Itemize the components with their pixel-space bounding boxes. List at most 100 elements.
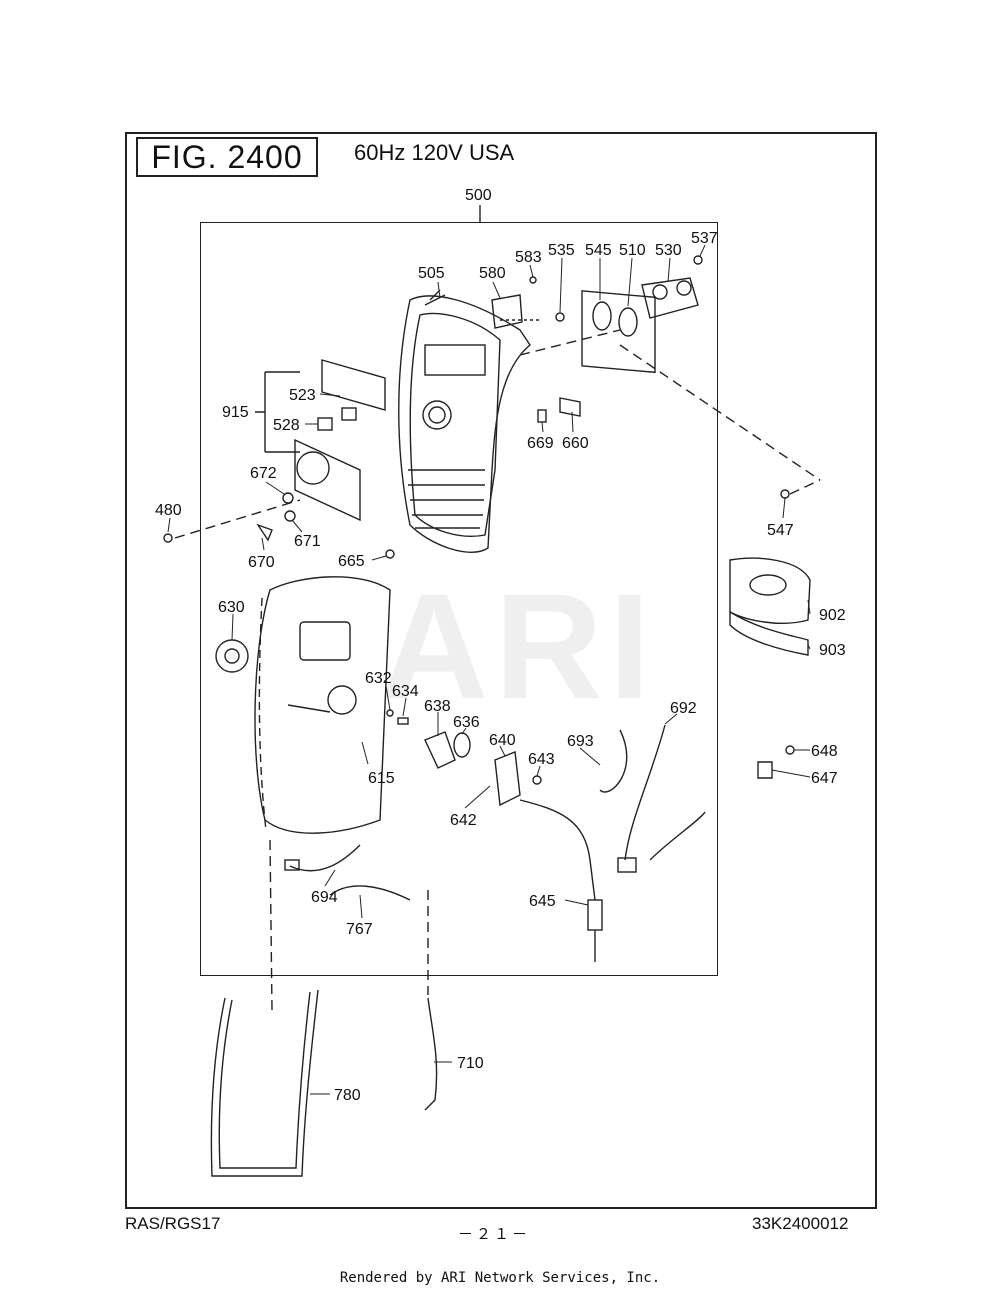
document-code: 33K2400012 bbox=[752, 1214, 849, 1233]
label-671: 671 bbox=[294, 533, 321, 550]
label-693: 693 bbox=[567, 733, 594, 750]
rod-710 bbox=[424, 997, 438, 1111]
label-545: 545 bbox=[585, 242, 612, 259]
label-638: 638 bbox=[424, 698, 451, 715]
panel-knob-hole bbox=[422, 400, 452, 430]
label-669: 669 bbox=[527, 435, 554, 452]
label-767: 767 bbox=[346, 921, 373, 938]
panel-plate-dial bbox=[296, 451, 330, 485]
part-672 bbox=[282, 492, 294, 504]
label-630: 630 bbox=[218, 599, 245, 616]
screw-537 bbox=[693, 255, 703, 265]
label-547: 547 bbox=[767, 522, 794, 539]
screw-547 bbox=[780, 489, 790, 499]
panel-window bbox=[424, 344, 486, 376]
housing-frame bbox=[254, 576, 391, 834]
label-535: 535 bbox=[548, 242, 575, 259]
cover-902-hole bbox=[749, 574, 787, 596]
label-528: 528 bbox=[273, 417, 300, 434]
part-638 bbox=[424, 731, 456, 769]
label-642: 642 bbox=[450, 812, 477, 829]
part-labels: 500 505 580 583 535 545 510 530 537 523 … bbox=[155, 187, 846, 1104]
label-640: 640 bbox=[489, 732, 516, 749]
figure-frame bbox=[125, 132, 877, 1209]
part-643 bbox=[532, 775, 542, 785]
label-660: 660 bbox=[562, 435, 589, 452]
label-537: 537 bbox=[691, 230, 718, 247]
part-640 bbox=[494, 751, 521, 807]
guide-lines bbox=[174, 329, 821, 1011]
label-710: 710 bbox=[457, 1055, 484, 1072]
label-523: 523 bbox=[289, 387, 316, 404]
label-500: 500 bbox=[465, 187, 492, 204]
cable-645 bbox=[519, 799, 596, 901]
wire-694 bbox=[289, 844, 361, 872]
part-636 bbox=[453, 732, 471, 758]
label-648: 648 bbox=[811, 743, 838, 760]
outlet-530 bbox=[641, 277, 699, 319]
assembly-500-box bbox=[200, 222, 718, 976]
label-505: 505 bbox=[418, 265, 445, 282]
label-647: 647 bbox=[811, 770, 838, 787]
screw-665 bbox=[385, 549, 395, 559]
part-528-a bbox=[341, 407, 357, 421]
label-510: 510 bbox=[619, 242, 646, 259]
label-530: 530 bbox=[655, 242, 682, 259]
model-number: RAS/RGS17 bbox=[125, 1214, 221, 1233]
part-660 bbox=[559, 397, 581, 417]
label-670: 670 bbox=[248, 554, 275, 571]
part-634 bbox=[397, 717, 409, 725]
label-643: 643 bbox=[528, 751, 555, 768]
part-647 bbox=[757, 761, 773, 779]
cover-903 bbox=[729, 610, 809, 656]
label-580: 580 bbox=[479, 265, 506, 282]
label-902: 902 bbox=[819, 607, 846, 624]
tie-767 bbox=[329, 885, 411, 901]
label-632: 632 bbox=[365, 670, 392, 687]
label-780: 780 bbox=[334, 1087, 361, 1104]
harness-692 bbox=[624, 724, 666, 861]
board-523 bbox=[321, 359, 386, 411]
wire-694-plug bbox=[284, 859, 300, 871]
part-632 bbox=[386, 709, 394, 717]
part-670 bbox=[256, 523, 273, 542]
bracket-580 bbox=[491, 294, 523, 329]
seal-780 bbox=[210, 989, 319, 1177]
panel-knob-inner bbox=[428, 406, 446, 424]
screw-535 bbox=[555, 312, 565, 322]
cable-645-plug bbox=[587, 899, 603, 931]
control-panel-frame bbox=[398, 295, 531, 553]
figure-subtitle: 60Hz 120V USA bbox=[354, 140, 515, 165]
outlet-hole-left bbox=[592, 301, 612, 331]
knob-630 bbox=[215, 639, 249, 673]
page-number: －２１－ bbox=[458, 1226, 531, 1243]
housing-box bbox=[299, 621, 351, 661]
part-669 bbox=[537, 409, 547, 423]
part-671 bbox=[284, 510, 296, 522]
control-panel-inner bbox=[409, 312, 501, 537]
harness-693 bbox=[599, 729, 628, 793]
label-583: 583 bbox=[515, 249, 542, 266]
label-672: 672 bbox=[250, 465, 277, 482]
panel-plate bbox=[294, 438, 361, 522]
screw-583 bbox=[529, 276, 537, 284]
label-903: 903 bbox=[819, 642, 846, 659]
label-915: 915 bbox=[222, 404, 249, 421]
label-694: 694 bbox=[311, 889, 338, 906]
outlet-plate-545 bbox=[581, 290, 656, 374]
label-480: 480 bbox=[155, 502, 182, 519]
rendered-by-credit: Rendered by ARI Network Services, Inc. bbox=[339, 1270, 661, 1286]
panel-grille bbox=[408, 469, 485, 529]
label-665: 665 bbox=[338, 553, 365, 570]
outlet-hole-right bbox=[618, 307, 638, 337]
label-615: 615 bbox=[368, 770, 395, 787]
label-636: 636 bbox=[453, 714, 480, 731]
label-645: 645 bbox=[529, 893, 556, 910]
label-634: 634 bbox=[392, 683, 419, 700]
label-692: 692 bbox=[670, 700, 697, 717]
panel-tab bbox=[424, 289, 446, 306]
socket-632 bbox=[327, 685, 357, 715]
cover-902 bbox=[729, 557, 811, 625]
part-648 bbox=[785, 745, 795, 755]
